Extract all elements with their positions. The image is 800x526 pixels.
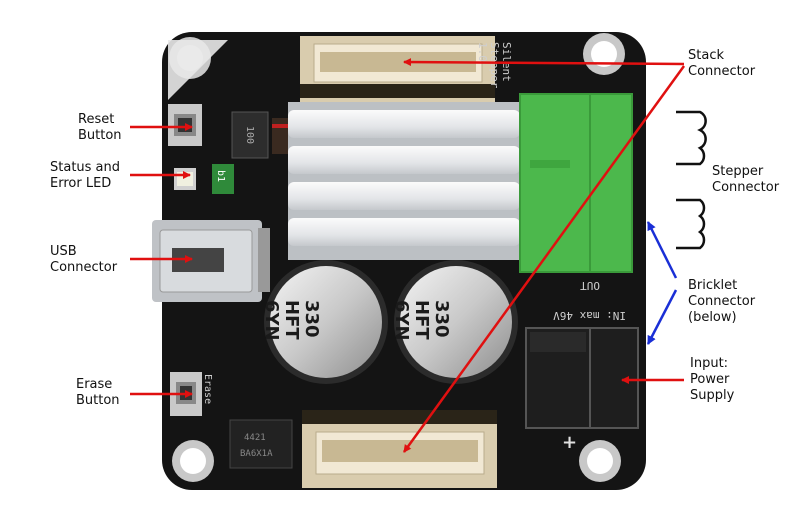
annotation-arrows: [130, 58, 686, 453]
label-stepper-connector: Stepper Connector: [712, 164, 780, 195]
svg-text:330HFT6YN: 330HFT6YN: [261, 300, 322, 341]
svg-text:BA6X1A: BA6X1A: [240, 449, 273, 459]
label-status-led: Status and Error LED: [50, 160, 121, 191]
capacitor-left: 330HFT6YN: [261, 260, 388, 384]
label-erase-button: Erase Button: [76, 377, 120, 408]
silkscreen-corner: [168, 40, 228, 100]
svg-text:4421: 4421: [244, 433, 266, 443]
label-bricklet-connector: Bricklet Connector (below): [688, 278, 756, 325]
power-input-terminal: [525, 327, 639, 429]
label-input-power: Input: Power Supply: [690, 356, 735, 403]
label-reset-button: Reset Button: [78, 112, 122, 143]
diode: [272, 118, 288, 154]
bricklet-arrows: [646, 221, 678, 345]
stack-connector-bottom: [302, 410, 497, 488]
label-stack-connector: Stack Connector: [688, 48, 756, 79]
out-label: OUT: [580, 279, 600, 292]
svg-text:b1: b1: [215, 170, 226, 182]
label-usb-connector: USB Connector: [50, 244, 118, 275]
erase-silkscreen: Erase: [202, 374, 213, 404]
stack-connector-top: [300, 36, 495, 104]
plus-symbol: +: [562, 432, 577, 453]
input-max-label: IN: max 46V: [553, 309, 626, 322]
reset-button-part: [168, 104, 202, 146]
stepper-coil-icon-top: [676, 110, 707, 166]
status-led: b1: [174, 164, 234, 194]
heatsink: [288, 102, 520, 260]
inductor: 100: [231, 111, 269, 159]
capacitor-right: 330HFT6YN: [391, 260, 518, 384]
usb-connector-part: [152, 220, 270, 302]
svg-text:100: 100: [244, 126, 255, 144]
stepper-terminal-block: [519, 93, 633, 273]
chip: 4421 BA6X1A: [229, 419, 293, 469]
svg-text:330HFT6YN: 330HFT6YN: [391, 300, 452, 341]
stepper-coil-icon-bottom: [676, 198, 706, 250]
silkscreen-name: Silent Stepper 1.0: [476, 42, 513, 95]
